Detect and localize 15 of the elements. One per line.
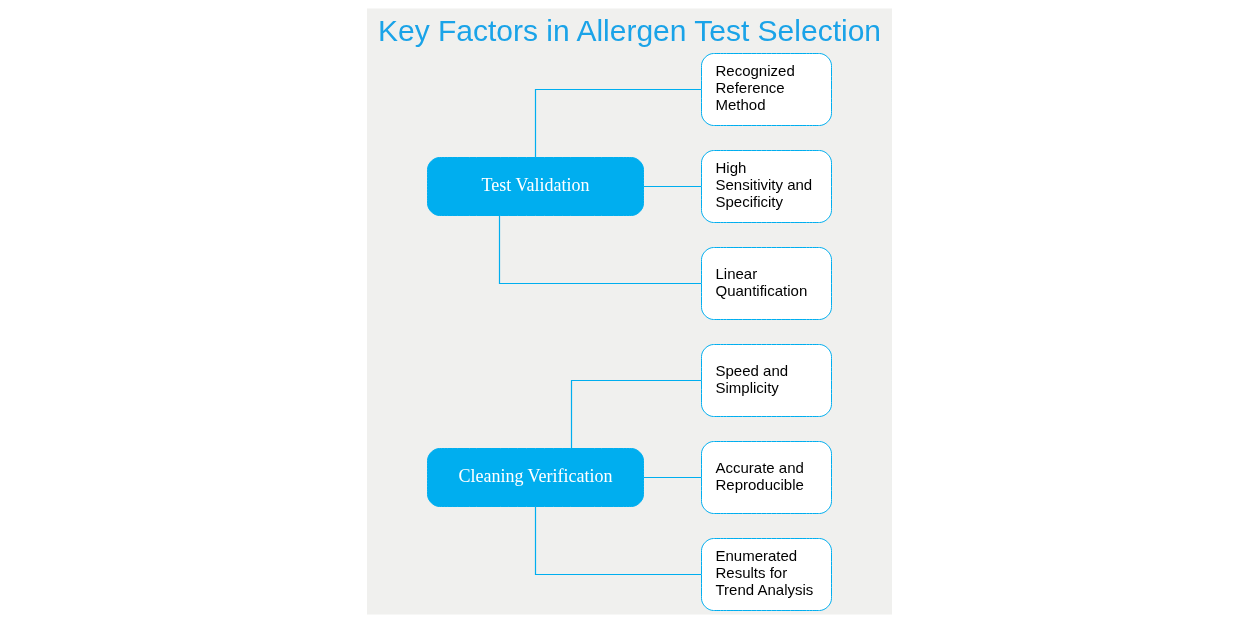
- node-box: Test Validation: [427, 157, 644, 216]
- connector: [642, 185, 702, 188]
- node-box: High Sensitivity and Specificity: [701, 150, 832, 223]
- node-box: Speed and Simplicity: [701, 344, 832, 417]
- node-box: Linear Quantification: [701, 247, 832, 320]
- connector: [642, 476, 702, 479]
- connector: [498, 215, 702, 285]
- node-box: Enumerated Results for Trend Analysis: [701, 538, 832, 611]
- node-box: Cleaning Verification: [427, 448, 644, 507]
- connector: [534, 88, 702, 158]
- node-box: Accurate and Reproducible: [701, 441, 832, 514]
- node-box: Recognized Reference Method: [701, 53, 832, 126]
- connector: [570, 379, 702, 449]
- diagram-title: Key Factors in Allergen Test Selection: [377, 13, 882, 47]
- connector: [534, 506, 702, 576]
